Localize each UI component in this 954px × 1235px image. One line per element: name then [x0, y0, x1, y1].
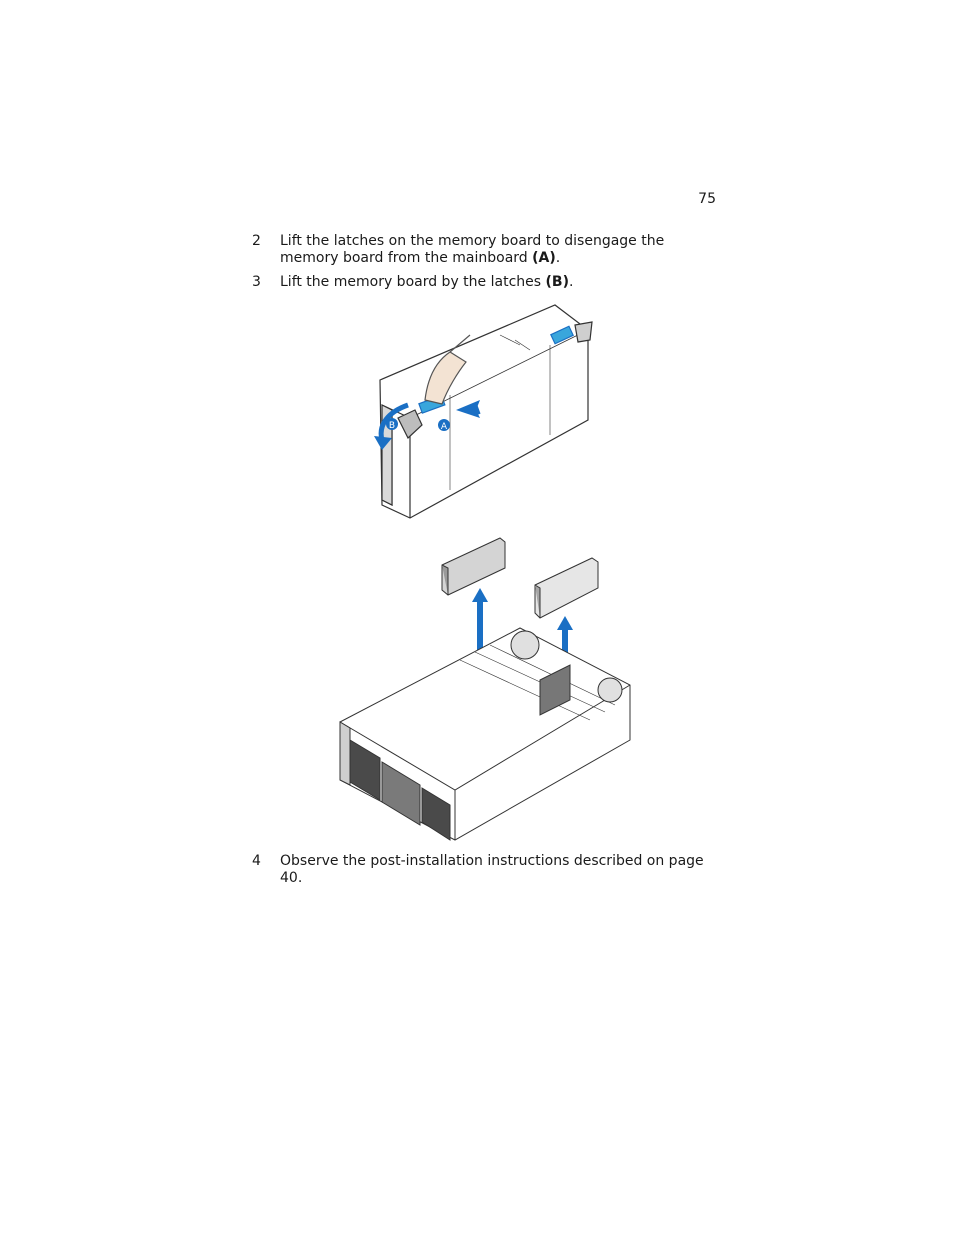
step-number: 3 — [252, 274, 261, 290]
server-chassis — [339, 627, 631, 841]
callout-a: A — [441, 422, 448, 432]
step-number: 4 — [252, 853, 261, 869]
step-number: 2 — [252, 233, 261, 249]
page-number: 75 — [698, 191, 716, 207]
lifted-memory-boards — [441, 537, 599, 619]
step-text: Lift the memory board by the latches (B)… — [280, 274, 574, 290]
step-4: 4 Observe the post-installation instruct… — [252, 853, 722, 887]
memory-board-closeup — [379, 304, 593, 519]
step-text: Lift the latches on the memory board to … — [280, 233, 665, 266]
memory-board-removal-illustration: B A — [330, 300, 640, 849]
step-3: 3 Lift the memory board by the latches (… — [252, 274, 722, 291]
step-text: Observe the post-installation instructio… — [280, 853, 704, 886]
step-2: 2 Lift the latches on the memory board t… — [252, 233, 722, 267]
callout-b: B — [389, 421, 395, 431]
